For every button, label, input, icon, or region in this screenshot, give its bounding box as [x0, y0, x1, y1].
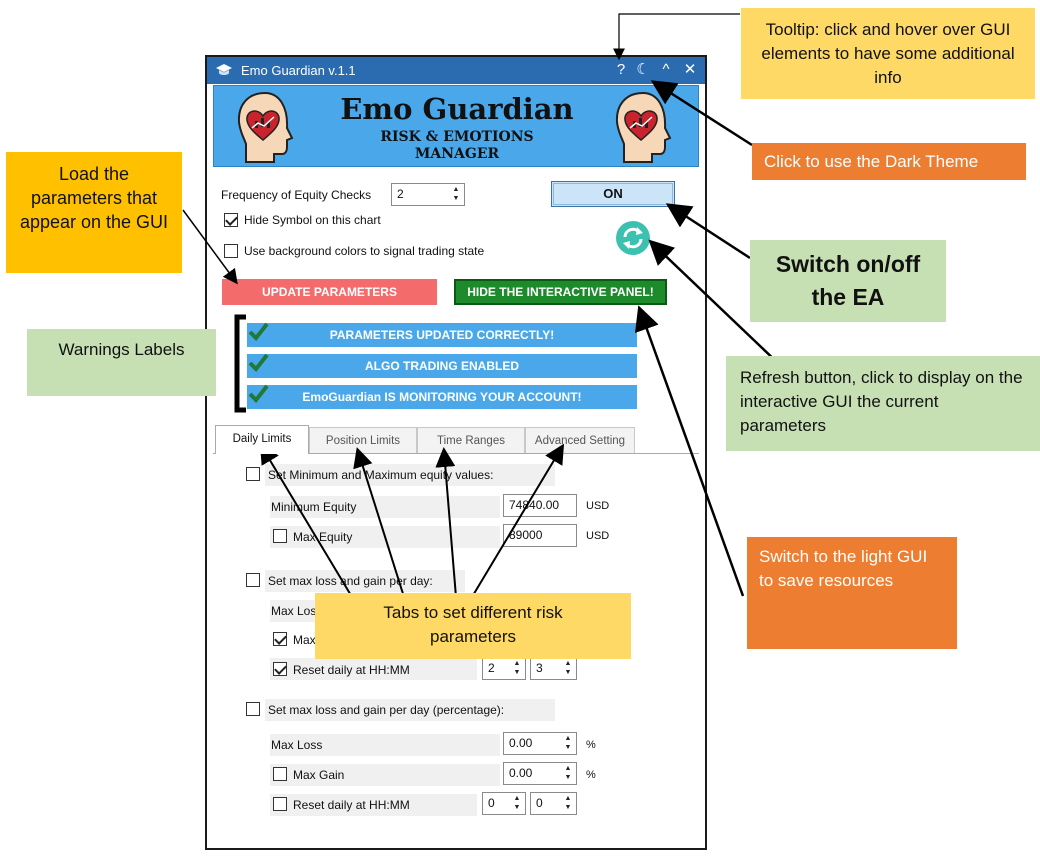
pct-max-gain-stepper[interactable]: 0.00 ▲▼: [503, 762, 577, 785]
percent-unit: %: [586, 739, 596, 751]
note-switch-ea: Switch on/off the EA: [750, 240, 946, 322]
row-bg: [270, 658, 477, 680]
warning-label-1: PARAMETERS UPDATED CORRECTLY!: [247, 323, 637, 347]
hide-symbol-checkbox[interactable]: [224, 213, 238, 227]
note-light-gui: Switch to the light GUI to save resource…: [747, 537, 957, 649]
banner-subtitle-line2: MANAGER: [414, 146, 500, 162]
currency-label: USD: [586, 500, 610, 512]
row-bg: [270, 600, 322, 622]
max-equity-checkbox[interactable]: [273, 529, 287, 543]
update-parameters-button[interactable]: UPDATE PARAMETERS: [222, 279, 437, 305]
note-warnings-labels: Warnings Labels: [27, 329, 216, 396]
window-title: Emo Guardian v.1.1: [241, 63, 356, 78]
minimize-chevron-icon[interactable]: ^: [662, 61, 670, 78]
note-dark-theme: Click to use the Dark Theme: [752, 143, 1026, 180]
percentage-limits-checkbox[interactable]: [246, 702, 260, 716]
pct-max-gain-value: 0.00: [509, 766, 533, 780]
max-gain-label: Max: [293, 633, 316, 647]
on-off-button[interactable]: ON: [551, 181, 675, 207]
pct-reset-minute-stepper[interactable]: 0 ▲▼: [530, 792, 577, 815]
reset-daily-label: Reset daily at HH:MM: [293, 663, 410, 677]
equity-section-label: Set Minimum and Maximum equity values:: [268, 468, 494, 482]
head-heart-icon: [237, 91, 294, 163]
reset-minute-stepper[interactable]: 3 ▲▼: [530, 657, 577, 680]
max-gain-checkbox[interactable]: [273, 632, 287, 646]
note-tooltip: Tooltip: click and hover over GUI elemen…: [741, 8, 1035, 99]
stepper-arrows[interactable]: ▲▼: [564, 660, 572, 676]
frequency-label: Frequency of Equity Checks: [221, 188, 372, 202]
daily-loss-gain-checkbox[interactable]: [246, 573, 260, 587]
stepper-arrows[interactable]: ▲▼: [513, 660, 521, 676]
pct-reset-minute-value: 0: [536, 796, 543, 810]
pct-reset-daily-label: Reset daily at HH:MM: [293, 798, 410, 812]
pct-max-loss-label: Max Loss: [271, 738, 323, 752]
header-banner: Emo Guardian RISK & EMOTIONS MANAGER: [213, 85, 699, 167]
reset-hour-value: 2: [488, 661, 495, 675]
graduation-cap-icon: [216, 64, 232, 75]
reset-daily-checkbox[interactable]: [273, 662, 287, 676]
background-colors-label: Use background colors to signal trading …: [244, 244, 485, 258]
checkmark-icon: [248, 353, 269, 373]
max-equity-input[interactable]: 89000: [503, 524, 577, 547]
stepper-arrows[interactable]: ▲▼: [513, 795, 521, 811]
hide-symbol-label: Hide Symbol on this chart: [244, 213, 381, 227]
refresh-icon[interactable]: [615, 220, 651, 256]
note-refresh-button: Refresh button, click to display on the …: [726, 356, 1040, 451]
pct-max-gain-label: Max Gain: [293, 768, 345, 782]
section-header-bg: [265, 699, 555, 721]
tab-daily-limits[interactable]: Daily Limits: [215, 425, 309, 454]
max-loss-label: Max Los: [271, 604, 317, 618]
hide-panel-button[interactable]: HIDE THE INTERACTIVE PANEL!: [454, 279, 667, 305]
currency-label: USD: [586, 530, 610, 542]
reset-hour-stepper[interactable]: 2 ▲▼: [482, 657, 526, 680]
stepper-arrows[interactable]: ▲▼: [564, 735, 572, 751]
pct-max-loss-stepper[interactable]: 0.00 ▲▼: [503, 732, 577, 755]
stepper-arrows[interactable]: ▲▼: [564, 795, 572, 811]
pct-reset-daily-checkbox[interactable]: [273, 797, 287, 811]
pct-max-loss-value: 0.00: [509, 736, 533, 750]
pct-reset-hour-value: 0: [488, 796, 495, 810]
warning-label-2: ALGO TRADING ENABLED: [247, 354, 637, 378]
checkmark-icon: [248, 322, 269, 342]
row-bg: [270, 764, 500, 786]
pct-max-gain-checkbox[interactable]: [273, 767, 287, 781]
equity-limits-checkbox[interactable]: [246, 467, 260, 481]
emo-guardian-window: Emo Guardian v.1.1 ? ☾ ^ ✕ Emo Guardian …: [205, 55, 707, 850]
daily-loss-gain-label: Set max loss and gain per day:: [268, 574, 433, 588]
tab-time-ranges[interactable]: Time Ranges: [417, 427, 525, 454]
row-bg: [270, 794, 477, 816]
frequency-value: 2: [397, 187, 404, 201]
percent-unit: %: [586, 769, 596, 781]
min-equity-label: Minimum Equity: [271, 500, 357, 514]
checkmark-icon: [248, 384, 269, 404]
dark-theme-moon-icon[interactable]: ☾: [636, 61, 650, 78]
warning-label-3: EmoGuardian IS MONITORING YOUR ACCOUNT!: [247, 385, 637, 409]
stepper-arrows[interactable]: ▲▼: [564, 765, 572, 781]
percentage-section-label: Set max loss and gain per day (percentag…: [268, 703, 505, 717]
stepper-arrows[interactable]: ▲▼: [452, 186, 460, 202]
close-icon[interactable]: ✕: [683, 61, 697, 78]
title-bar[interactable]: Emo Guardian v.1.1 ? ☾ ^ ✕: [207, 57, 705, 84]
reset-minute-value: 3: [536, 661, 543, 675]
frequency-stepper[interactable]: 2 ▲▼: [391, 183, 465, 206]
tab-position-limits[interactable]: Position Limits: [309, 427, 417, 454]
min-equity-input[interactable]: 74840.00: [503, 494, 577, 517]
banner-subtitle-line1: RISK & EMOTIONS: [380, 129, 534, 145]
help-tooltip-button[interactable]: ?: [616, 61, 626, 78]
note-load-parameters: Load the parameters that appear on the G…: [6, 152, 182, 273]
row-bg: [270, 734, 500, 756]
pct-reset-hour-stepper[interactable]: 0 ▲▼: [482, 792, 526, 815]
background-colors-checkbox[interactable]: [224, 244, 238, 258]
banner-subtitle: RISK & EMOTIONS MANAGER: [214, 129, 700, 163]
max-equity-label: Max Equity: [293, 530, 353, 544]
banner-title: Emo Guardian: [340, 92, 574, 126]
tab-advanced-setting[interactable]: Advanced Setting: [525, 427, 635, 454]
note-tabs: Tabs to set different risk parameters: [315, 593, 631, 659]
head-heart-icon: [615, 91, 672, 163]
